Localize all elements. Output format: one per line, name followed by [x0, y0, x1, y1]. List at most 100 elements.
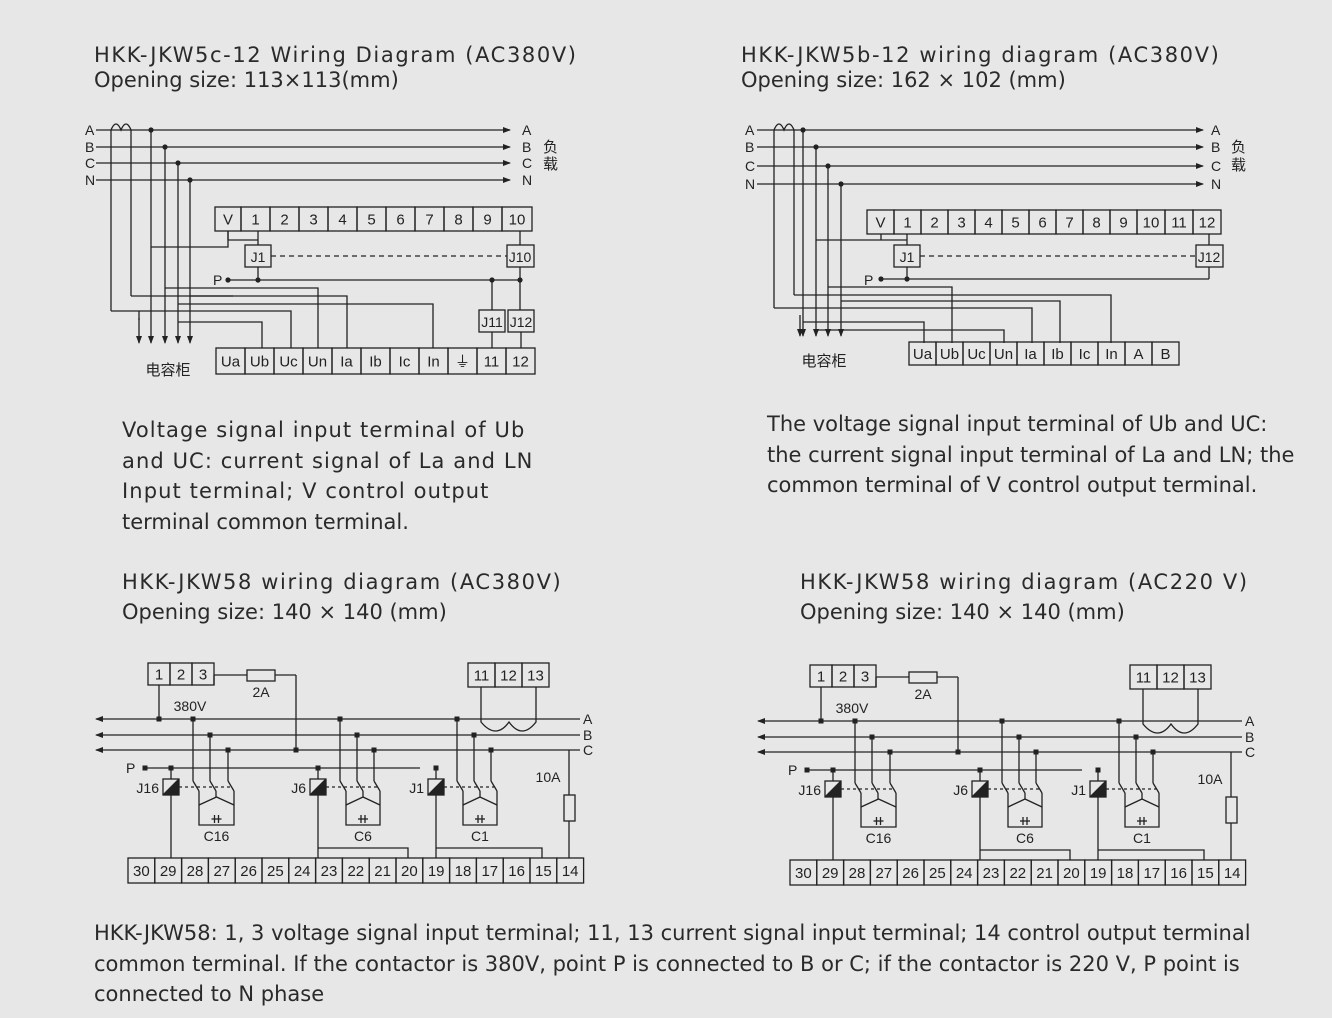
- wire: [1118, 782, 1126, 794]
- desc-line: and UC: current signal of La and LN: [122, 448, 534, 473]
- top-terminal-label: 6: [396, 212, 404, 229]
- capacitor-label: C16: [866, 830, 892, 846]
- bottom-terminal-label: ⏚: [455, 354, 470, 371]
- footer-line: HKK-JKW58: 1, 3 voltage signal input ter…: [94, 921, 1251, 945]
- fuse-10a: [563, 794, 576, 822]
- bottom-terminal-label: 23: [983, 865, 1000, 882]
- top-terminal-label: 5: [367, 212, 375, 229]
- capacitor-bank: [462, 796, 498, 806]
- phase-label: A: [85, 122, 95, 138]
- load-label: 载: [1231, 157, 1246, 174]
- top-terminal-label: 2: [280, 212, 288, 229]
- top-terminal-label: 2: [930, 215, 938, 232]
- bottom-terminal: [1218, 859, 1247, 886]
- phase-label: N: [85, 172, 95, 188]
- diagram-1-opening: Opening size: 113×113(mm): [94, 68, 399, 92]
- wire: [1018, 782, 1026, 794]
- phase-label: B: [1211, 139, 1220, 155]
- diagram-2-description: The voltage signal input terminal of Ub …: [767, 409, 1294, 501]
- fuse-label: 2A: [914, 686, 932, 702]
- bottom-terminal: [1151, 341, 1180, 366]
- capacitor-label: C16: [204, 828, 230, 844]
- bottom-terminal-label: In: [1105, 346, 1118, 363]
- footer-note: HKK-JKW58: 1, 3 voltage signal input ter…: [94, 918, 1251, 1010]
- top-terminal-label: 3: [957, 215, 965, 232]
- top-terminal-label: V: [223, 212, 233, 229]
- bottom-terminal-label: In: [427, 354, 440, 371]
- load-label: 负: [1231, 139, 1246, 156]
- capacitor-bank: [1007, 799, 1043, 828]
- current-terminal-label: 12: [500, 668, 517, 685]
- junction-dot: [955, 749, 961, 755]
- top-terminal-label: 10: [1143, 215, 1160, 232]
- voltage-terminal-label: 2: [839, 669, 847, 686]
- top-terminal-label: 9: [483, 212, 491, 229]
- wire: [1135, 782, 1143, 794]
- wire: [980, 849, 1071, 860]
- bottom-terminal-label: 11: [484, 354, 500, 371]
- phase-label: B: [1245, 729, 1254, 745]
- bottom-terminal-label: 15: [535, 863, 552, 880]
- bottom-terminal-label: 18: [455, 863, 472, 880]
- voltage-terminal-label: 3: [861, 669, 869, 686]
- ct-coil: [773, 123, 795, 132]
- bottom-terminal-label: A: [1133, 346, 1143, 363]
- voltage-terminal-label: 1: [817, 669, 825, 686]
- bottom-terminal-label: Ia: [1024, 346, 1037, 363]
- top-terminal-label: 10: [509, 212, 526, 229]
- wire: [178, 303, 434, 348]
- bottom-terminal: [556, 857, 585, 884]
- bottom-terminal-label: 30: [795, 865, 812, 882]
- phase-label: A: [1211, 122, 1221, 138]
- bottom-terminal-label: 24: [294, 863, 311, 880]
- phase-label: B: [583, 727, 592, 743]
- bottom-terminal-label: 16: [508, 863, 525, 880]
- relay-label: J1: [1071, 782, 1086, 798]
- top-terminal-label: 8: [1092, 215, 1100, 232]
- phase-label: B: [745, 139, 754, 155]
- junction-dot: [255, 277, 261, 283]
- diagram-4-opening: Opening size: 140 × 140 (mm): [800, 600, 1125, 624]
- bottom-terminal-label: 17: [481, 863, 498, 880]
- phase-label: A: [522, 122, 532, 138]
- junction-dot: [830, 767, 836, 773]
- bottom-terminal-label: 28: [849, 865, 866, 882]
- relay-coil-fill: [825, 781, 841, 797]
- top-terminal-label: 1: [251, 212, 259, 229]
- top-terminal: [501, 206, 533, 232]
- wire: [816, 329, 1005, 343]
- diagram-3-opening: Opening size: 140 × 140 (mm): [122, 600, 447, 624]
- bottom-terminal-label: 18: [1117, 865, 1134, 882]
- desc-line: The voltage signal input terminal of Ub …: [767, 412, 1268, 436]
- diagram-2-title: HKK-JKW5b-12 wiring diagram (AC380V): [741, 43, 1221, 67]
- top-terminal-label: 11: [1171, 215, 1187, 232]
- diagram-1-description: Voltage signal input terminal of Ub and …: [122, 415, 533, 537]
- bottom-terminal-label: 21: [374, 863, 391, 880]
- phase-label: A: [745, 122, 755, 138]
- capacitor-bank: [860, 798, 897, 808]
- wire: [456, 780, 464, 792]
- desc-line: common terminal of V control output term…: [767, 473, 1258, 497]
- bottom-terminal-label: 26: [902, 865, 919, 882]
- p-label: P: [126, 760, 135, 776]
- junction-dot: [156, 716, 162, 722]
- bottom-terminal-label: Uc: [279, 354, 298, 371]
- bottom-terminal-label: Ib: [369, 354, 382, 371]
- footer-line: connected to N phase: [94, 982, 325, 1006]
- voltage-terminal-label: 2: [177, 667, 185, 684]
- wire: [889, 782, 897, 794]
- p-label: P: [864, 272, 873, 288]
- ct-loop: [480, 687, 537, 732]
- bottom-terminal-label: 25: [267, 863, 284, 880]
- top-terminal-label: 3: [309, 212, 317, 229]
- relay-coil-fill: [310, 779, 326, 795]
- relay-label: J11: [481, 314, 503, 330]
- wire: [803, 321, 925, 343]
- phase-label: C: [745, 158, 755, 174]
- capacitor-bank: [198, 797, 235, 826]
- voltage-terminal-label: 3: [199, 667, 207, 684]
- bottom-terminal-label: 23: [321, 863, 338, 880]
- bottom-terminal-label: 15: [1197, 865, 1214, 882]
